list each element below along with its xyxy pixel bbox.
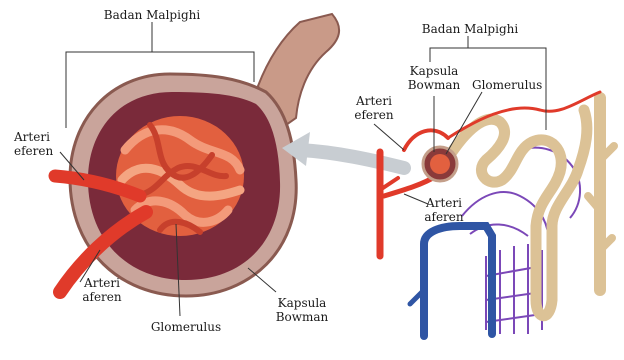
- right-illustration: [380, 92, 614, 336]
- renal-vein: [424, 226, 492, 336]
- right-efferent-label: Arteri eferen: [352, 94, 396, 122]
- right-afferent-label: Arteri aferen: [422, 196, 466, 224]
- right-renal-tubule: [448, 110, 587, 316]
- right-glomerulus-label: Glomerulus: [472, 78, 542, 92]
- left-glomerulus-label: Glomerulus: [146, 320, 226, 334]
- right-glomerulus: [430, 154, 450, 174]
- right-afferent-arteriole: [384, 176, 436, 196]
- zoom-arrow: [282, 132, 404, 168]
- right-title-label: Badan Malpighi: [420, 22, 520, 36]
- left-capsule-label: Kapsula Bowman: [272, 296, 332, 324]
- left-afferent-label: Arteri aferen: [80, 276, 124, 304]
- left-title-label: Badan Malpighi: [102, 8, 202, 22]
- left-efferent-label: Arteri eferen: [14, 130, 53, 158]
- right-capsule-label: Kapsula Bowman: [404, 64, 464, 92]
